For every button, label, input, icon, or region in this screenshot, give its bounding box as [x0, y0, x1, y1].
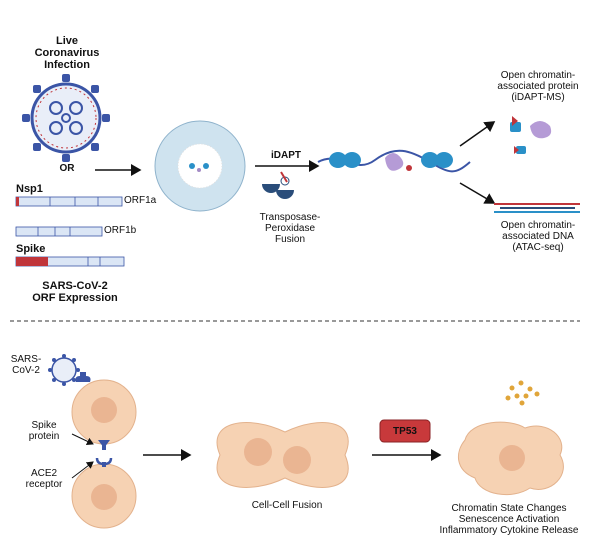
spike-bar — [15, 256, 125, 267]
infected-cell — [71, 372, 137, 445]
orf-expression-label: SARS-CoV-2 ORF Expression — [32, 280, 118, 304]
dna-output-icon — [494, 203, 580, 213]
cytokine-dots — [505, 380, 540, 406]
receiving-cell — [71, 463, 137, 529]
transposase-peroxidase-icon — [262, 171, 294, 199]
orf1b-label: ORF1b — [104, 225, 137, 236]
arrow-to-protein — [459, 121, 496, 147]
coronavirus-icon — [22, 74, 110, 162]
outcome-senescence: Senescence Activation — [458, 514, 560, 525]
arrow-to-dna — [459, 182, 496, 204]
idapt-label: iDAPT — [271, 150, 301, 161]
or-label: OR — [59, 163, 75, 174]
orf1a-bar — [15, 196, 123, 207]
sars-cov2-label: SARS- CoV-2 — [10, 354, 42, 376]
orf1b-bar — [15, 226, 103, 237]
small-virus-icon — [48, 354, 80, 386]
outcome-cytokine: Inflammatory Cytokine Release — [439, 525, 579, 536]
tp53-label: TP53 — [393, 426, 417, 437]
live-infection-label: Live Coronavirus Infection — [34, 35, 100, 71]
spike-protein-icon — [98, 440, 110, 450]
dna-output-label: Open chromatin- associated DNA (ATAC-seq… — [500, 220, 576, 253]
nucleus-icon — [154, 120, 246, 212]
pointer-spike — [71, 433, 94, 446]
outcomes-list: Chromatin State Changes Senescence Activ… — [430, 503, 588, 536]
senescent-cell — [457, 421, 564, 496]
orf1a-label: ORF1a — [124, 195, 157, 206]
chromatin-icon — [317, 149, 471, 173]
ace2-receptor-label: ACE2 receptor — [25, 468, 63, 490]
fusion-label: Transposase- Peroxidase Fusion — [259, 212, 321, 245]
ace2-receptor-icon — [95, 457, 113, 467]
spike-protein-label: Spike protein — [28, 420, 60, 442]
tp53-box — [379, 419, 431, 443]
cell-fusion-caption: Cell-Cell Fusion — [251, 500, 323, 511]
protein-output-label: Open chromatin- associated protein (iDAP… — [497, 70, 579, 103]
spike-label: Spike — [16, 243, 46, 255]
nsp1-label: Nsp1 — [16, 183, 43, 195]
pointer-ace2 — [71, 461, 94, 479]
protein-output-icon — [510, 116, 552, 154]
outcome-chromatin: Chromatin State Changes — [451, 503, 567, 514]
syncytium-cell — [216, 422, 349, 488]
